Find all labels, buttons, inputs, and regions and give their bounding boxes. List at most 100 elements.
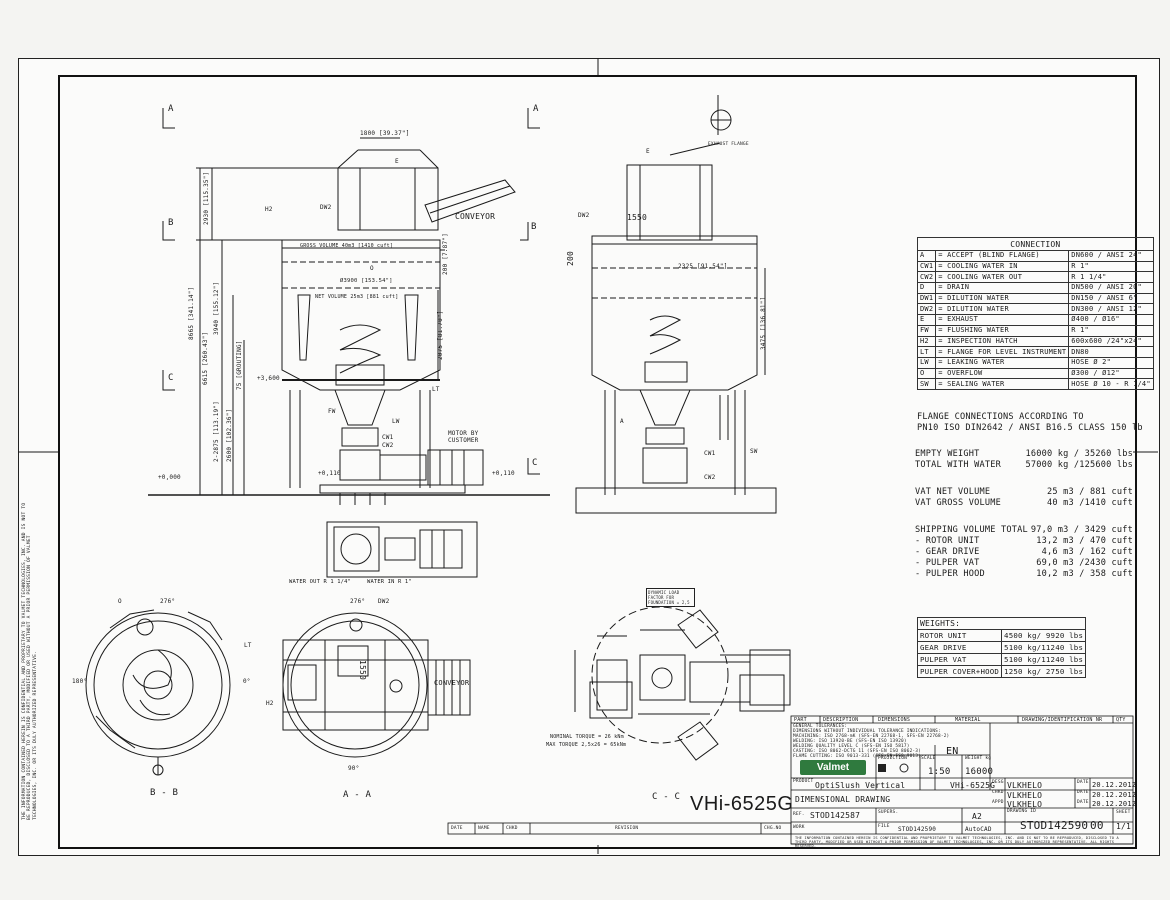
- gross-volume-note: GROSS VOLUME 40m3 [1410 cuft]: [300, 243, 394, 249]
- rev-date-header: DATE: [451, 826, 463, 831]
- connection-code: E: [916, 314, 937, 326]
- shipping-block-label: - ROTOR UNIT: [915, 536, 980, 546]
- label-e: E: [395, 158, 399, 165]
- connection-spec: DN600 / ANSI 24": [1068, 250, 1154, 262]
- label-h2: H2: [265, 206, 273, 213]
- weights-block-value: 57000 kg /125600 lbs: [1025, 460, 1133, 470]
- dim-2075: 2075 [81.70"]: [437, 310, 444, 360]
- tb-date-1: 20.12.2012: [1092, 781, 1137, 789]
- tb-weight-label: WEIGHT kg: [965, 756, 992, 761]
- connection-desc: = DILUTION WATER: [935, 292, 1070, 305]
- exhaust-flange-label: EXHAUST FLANGE: [708, 142, 749, 147]
- volume-block-label: VAT NET VOLUME: [915, 487, 991, 497]
- tb-size: A2: [972, 812, 983, 821]
- view-label-bb: B - B: [150, 788, 179, 798]
- label-o: O: [370, 265, 374, 272]
- tb-col-part: PART: [794, 717, 807, 723]
- connection-code: LW: [916, 356, 937, 369]
- connection-spec: HOSE Ø 10 - R 1/4": [1068, 378, 1154, 390]
- weights-value: 4500 kg/ 9920 lbs: [1001, 629, 1087, 642]
- tolerance-line: DIMENSIONS WITHOUT INDIVIDUAL TOLERANCE …: [793, 729, 941, 734]
- flange-note-2: PN10 ISO DIN2642 / ANSI B16.5 CLASS 150 …: [917, 423, 1143, 433]
- connection-row: A= ACCEPT (BLIND FLANGE)DN600 / ANSI 24": [916, 250, 1154, 262]
- tb-desig: VLKHELO: [1007, 781, 1043, 790]
- shipping-block-value: 4,6 m3 / 162 cuft: [1041, 547, 1133, 557]
- tolerance-line: WELDING: ISO 13920-BE (SFS-EN ISO 13920): [793, 739, 907, 744]
- dim-6615: 6615 [260.43"]: [202, 331, 209, 385]
- max-torque: MAX TORQUE 2,5x26 = 65kNm: [546, 742, 627, 748]
- label-cw1: CW1: [382, 434, 394, 441]
- tb-appd-label: APPD: [992, 800, 1004, 805]
- shipping-block-label: SHIPPING VOLUME TOTAL: [915, 525, 1028, 535]
- tb-date-label-2: DATE: [1077, 790, 1089, 795]
- water-out-note: WATER OUT R 1 1/4": [289, 579, 352, 585]
- weights-block-label: EMPTY WEIGHT: [915, 449, 980, 459]
- tb-date-2: 20.12.2012: [1092, 791, 1137, 799]
- elev-0: +0,000: [158, 474, 181, 481]
- motor-note: MOTOR BY CUSTOMER: [448, 430, 479, 444]
- connection-code: O: [916, 367, 937, 380]
- shipping-block-value: 69,0 m3 /2430 cuft: [1036, 558, 1133, 568]
- tb-sheet-label: SHEET: [1116, 810, 1131, 815]
- weights-value: 5100 kg/11240 lbs: [1001, 641, 1087, 654]
- side-label-sw: SW: [750, 448, 758, 455]
- connection-code: DW1: [916, 292, 937, 305]
- cc-load-note: DYNAMIC LOAD FACTOR FOR FOUNDATION = 2,5: [646, 588, 695, 607]
- elev-110-a: +0,110: [318, 470, 341, 477]
- dim-1550: 1550: [627, 213, 648, 222]
- tb-tolerances: GENERAL TOLERANCES:DIMENSIONS WITHOUT IN…: [793, 724, 949, 759]
- side-label-cw1: CW1: [704, 450, 716, 457]
- connection-spec: R 1": [1068, 260, 1154, 273]
- weights-block-value: 16000 kg / 35260 lbs: [1025, 449, 1133, 459]
- tb-chkd-label: CHKD: [992, 790, 1004, 795]
- side-label-a: A: [620, 418, 624, 425]
- label-dw2: DW2: [320, 204, 332, 211]
- tb-work-label: WORK: [793, 825, 805, 830]
- tb-title: DIMENSIONAL DRAWING: [795, 795, 891, 804]
- weights-label: ROTOR UNIT: [916, 629, 1003, 642]
- tb-product: OptiSlush Vertical: [815, 781, 906, 790]
- connection-desc: = FLANGE FOR LEVEL INSTRUMENT: [935, 346, 1070, 358]
- aa-label-conveyor: CONVEYOR: [434, 679, 470, 687]
- side-label-e: E: [646, 148, 650, 155]
- aa-label-h2: H2: [266, 700, 274, 707]
- dim-3940: 3940 [155.12"]: [213, 281, 220, 335]
- connection-code: DW2: [916, 303, 937, 316]
- model-large-label: VHi-6525G: [690, 793, 794, 815]
- dim-top-width: 1800 [39.37"]: [360, 130, 410, 137]
- volume-block-value: 25 m3 / 881 cuft: [1047, 487, 1133, 497]
- connection-desc: = SEALING WATER: [935, 378, 1070, 390]
- aa-angle: 276°: [350, 598, 366, 605]
- dim-3475: 3475 [136.81"]: [760, 296, 767, 350]
- aa-dim-1550: 1550: [358, 660, 367, 681]
- tb-drawing-no: STOD142590: [1020, 819, 1089, 832]
- connection-spec: Ø300 / Ø12": [1068, 367, 1154, 380]
- tb-scale: 1:50: [928, 767, 951, 777]
- tolerance-line: MACHINING: ISO 2768-mK (SFS-EN 22768-1, …: [793, 734, 950, 739]
- bb-label-lt: LT: [244, 642, 252, 649]
- tb-col-dimensions: DIMENSIONS: [878, 717, 911, 723]
- connection-desc: = OVERFLOW: [935, 367, 1070, 380]
- connection-desc: = LEAKING WATER: [935, 356, 1070, 369]
- tb-ref-label: REF.: [793, 812, 805, 817]
- tb-scale-label: SCALE: [921, 756, 936, 761]
- tb-sheet: 1/1: [1116, 822, 1132, 831]
- tb-col-material: MATERIAL: [955, 717, 981, 723]
- section-marker-c-left: C: [168, 373, 174, 383]
- rev-chgno-header: CHG.NO: [764, 826, 782, 831]
- bb-angle-180: 180°: [72, 678, 88, 685]
- volume-block-label: VAT GROSS VOLUME: [915, 498, 1001, 508]
- label-lw: LW: [392, 418, 400, 425]
- connection-table: CONNECTION A= ACCEPT (BLIND FLANGE)DN600…: [916, 237, 1154, 390]
- elev-3600: +3,600: [257, 375, 280, 382]
- water-in-note: WATER IN R 1": [367, 579, 412, 585]
- connection-spec: DN300 / ANSI 12": [1068, 303, 1154, 316]
